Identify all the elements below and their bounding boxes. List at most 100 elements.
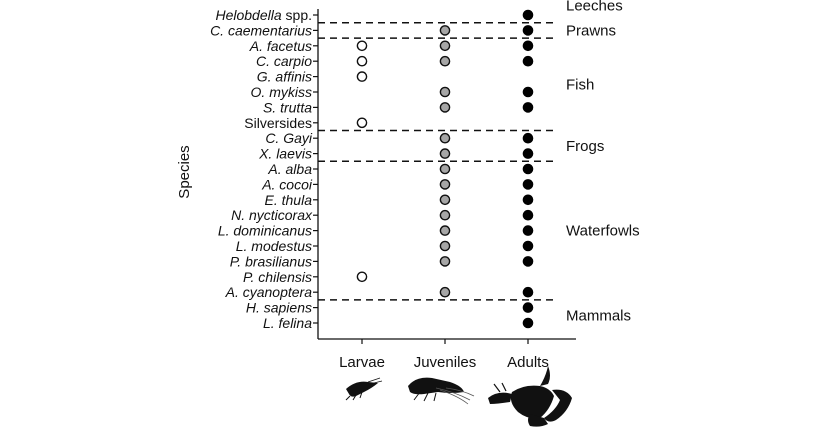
point-n-nycticorax-adults	[522, 209, 534, 221]
species-name: P. brasilianus	[230, 253, 312, 269]
point-s-trutta-adults	[522, 102, 534, 113]
point-a-cocoi-adults	[522, 179, 534, 190]
point-c-caementarius-juveniles	[439, 25, 451, 36]
species-label-l-modestus: L. modestus	[236, 238, 312, 254]
species-label-h-sapiens: H. sapiens	[246, 300, 312, 316]
species-name: N. nycticorax	[231, 207, 313, 223]
point-g-affinis-larvae	[356, 71, 368, 82]
species-label-helobdella: Helobdella spp.	[215, 7, 312, 23]
species-name: Silversides	[244, 115, 312, 131]
crayfish-adult-silhouette-icon	[488, 366, 572, 427]
point-a-alba-juveniles	[439, 163, 451, 175]
group-separators	[318, 21, 557, 301]
species-label-g-affinis: G. affinis	[257, 69, 312, 85]
species-label-o-mykiss: O. mykiss	[251, 84, 312, 100]
crayfish-juvenile-silhouette-icon	[408, 377, 475, 405]
species-name: S. trutta	[263, 99, 312, 115]
species-label-a-cocoi: A. cocoi	[261, 176, 313, 192]
point-l-dominicanus-juveniles	[439, 225, 451, 236]
species-label-p-chilensis: P. chilensis	[243, 269, 312, 285]
y-axis-title: Species	[176, 145, 193, 198]
species-name: A. cyanoptera	[225, 284, 313, 300]
point-a-cocoi-juveniles	[439, 179, 451, 190]
x-tick-label-adults: Adults	[507, 354, 549, 371]
point-c-gayi-juveniles	[439, 132, 451, 144]
point-o-mykiss-juveniles	[439, 86, 451, 98]
species-name: L. felina	[263, 315, 312, 331]
point-l-felina-adults	[522, 317, 534, 329]
point-l-modestus-juveniles	[439, 240, 451, 252]
species-label-c-carpio: C. carpio	[256, 53, 312, 69]
species-name: L. dominicanus	[218, 223, 312, 239]
species-label-n-nycticorax: N. nycticorax	[231, 207, 313, 223]
species-name: C. Gayi	[265, 130, 313, 146]
point-e-thula-adults	[522, 194, 534, 206]
species-label-c-gayi: C. Gayi	[265, 130, 313, 146]
point-c-carpio-juveniles	[439, 55, 451, 67]
species-label-a-facetus: A. facetus	[249, 38, 312, 54]
species-label-a-alba: A. alba	[267, 161, 312, 177]
point-l-modestus-adults	[522, 240, 534, 252]
point-a-facetus-juveniles	[439, 40, 451, 52]
species-name: G. affinis	[257, 69, 312, 85]
point-o-mykiss-adults	[522, 86, 534, 98]
point-e-thula-juveniles	[439, 194, 451, 206]
point-x-laevis-juveniles	[439, 148, 451, 159]
group-label-mammals: Mammals	[566, 307, 631, 324]
species-name: L. modestus	[236, 238, 312, 254]
point-c-carpio-larvae	[356, 55, 368, 67]
species-name: H. sapiens	[246, 300, 312, 316]
point-s-trutta-juveniles	[439, 102, 451, 113]
point-c-gayi-adults	[522, 132, 534, 144]
species-label-silversides: Silversides	[244, 115, 312, 131]
point-helobdella-adults	[522, 9, 534, 21]
tick-marks	[313, 14, 318, 324]
species-label-x-laevis: X. laevis	[258, 146, 312, 162]
point-a-facetus-adults	[522, 40, 534, 52]
point-p-chilensis-larvae	[356, 271, 368, 283]
point-c-carpio-adults	[522, 55, 534, 67]
species-label-a-cyanoptera: A. cyanoptera	[225, 284, 313, 300]
species-label-c-caementarius: C. caementarius	[210, 22, 312, 38]
point-a-facetus-larvae	[356, 40, 368, 52]
species-name: C. caementarius	[210, 22, 312, 38]
point-l-dominicanus-adults	[522, 225, 534, 236]
point-a-cyanoptera-adults	[522, 286, 534, 298]
species-name: A. alba	[267, 161, 312, 177]
x-tick-label-juveniles: Juveniles	[414, 354, 477, 371]
species-label-s-trutta: S. trutta	[263, 99, 312, 115]
species-name: P. chilensis	[243, 269, 312, 285]
point-c-caementarius-adults	[522, 25, 534, 36]
point-x-laevis-adults	[522, 148, 534, 159]
stage-labels: Larvae Juveniles Adults	[339, 339, 549, 371]
group-label-prawns: Prawns	[566, 22, 616, 39]
group-label-fish: Fish	[566, 76, 594, 93]
species-label-l-dominicanus: L. dominicanus	[218, 223, 312, 239]
point-a-cyanoptera-juveniles	[439, 286, 451, 298]
x-tick-label-larvae: Larvae	[339, 354, 385, 371]
point-silversides-larvae	[356, 117, 368, 129]
point-n-nycticorax-juveniles	[439, 209, 451, 221]
species-label-p-brasilianus: P. brasilianus	[230, 253, 312, 269]
species-name: C. carpio	[256, 53, 312, 69]
data-points	[356, 9, 534, 329]
species-name: A. cocoi	[261, 176, 313, 192]
group-label-waterfowls: Waterfowls	[566, 223, 640, 240]
species-label-l-felina: L. felina	[263, 315, 312, 331]
species-name: Helobdella	[215, 7, 281, 23]
point-h-sapiens-adults	[522, 302, 534, 313]
point-p-brasilianus-juveniles	[439, 256, 451, 267]
crayfish-larva-silhouette-icon	[345, 377, 383, 401]
group-label-frogs: Frogs	[566, 138, 604, 155]
species-name: O. mykiss	[251, 84, 312, 100]
species-name: X. laevis	[258, 146, 312, 162]
point-p-brasilianus-adults	[522, 256, 534, 267]
species-name-suffix: spp.	[282, 7, 312, 23]
species-name: E. thula	[265, 192, 313, 208]
species-name: A. facetus	[249, 38, 312, 54]
group-label-leeches: Leeches	[566, 0, 623, 14]
point-a-alba-adults	[522, 163, 534, 175]
